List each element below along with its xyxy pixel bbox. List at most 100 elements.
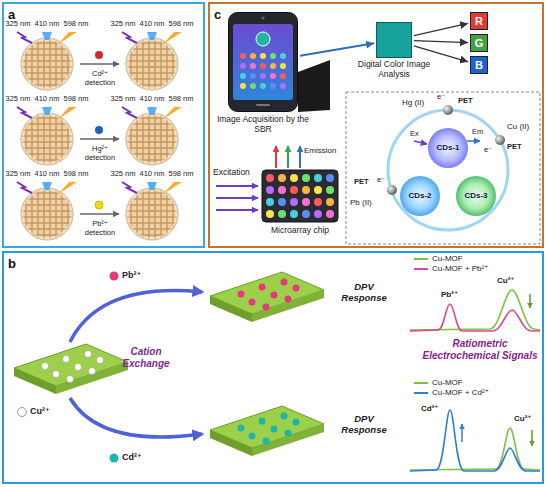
art-circle [314, 174, 322, 182]
lead-ion [95, 201, 103, 209]
screen-well [280, 53, 286, 59]
art-circle [302, 210, 310, 218]
art-circle [266, 186, 274, 194]
peak-label: Cu²⁺ [514, 414, 532, 423]
art-circle [278, 198, 286, 206]
response-label: DPV Response [332, 414, 396, 436]
ion-label: Hg (II) [402, 98, 424, 107]
legend-text: Cu-MOF + Pb²⁺ [432, 264, 488, 273]
pet-label: PET [458, 97, 473, 106]
wavelength-label: 598 nm [61, 170, 91, 179]
reader-clip [298, 60, 330, 112]
panel-c-art [216, 60, 540, 244]
carbon-dot-name: CDs-3 [464, 191, 487, 200]
signal-label: Ratiometric Electrochemical Signals [418, 338, 542, 361]
metal-ion-quencher [495, 135, 505, 145]
excitation-arrow [216, 197, 258, 199]
channel-box: R [470, 12, 488, 30]
panel-frame: cImage Acquisition by the SBRDigital Col… [208, 2, 544, 248]
art-circle [326, 186, 334, 194]
art-circle [290, 186, 298, 194]
emission-arrow [275, 146, 277, 168]
wavelength-label: 598 nm [166, 170, 196, 179]
emission-label: Emission [304, 146, 336, 155]
screen-well [260, 53, 266, 59]
art-circle [326, 198, 334, 206]
wavelength-label: 598 nm [61, 95, 91, 104]
wavelength-label: 410 nm [137, 95, 167, 104]
art-circle [278, 186, 286, 194]
peak-label: Cu²⁺ [497, 276, 515, 285]
channel-letter: R [475, 15, 483, 28]
panel-letter: c [214, 8, 221, 23]
art-circle [266, 210, 274, 218]
home-bar [256, 104, 270, 106]
metal-ion-quencher [387, 185, 397, 195]
ion-label: Pb (II) [350, 198, 372, 207]
wavelength-label: 598 nm [61, 20, 91, 29]
art-circle [302, 198, 310, 206]
detection-label: Cd²⁺ detection [77, 70, 123, 87]
screen-well [240, 53, 246, 59]
wavelength-label: 325 nm [3, 20, 33, 29]
emission-mark: Em [472, 128, 483, 137]
caption-text: Image Acquisition by the SBR [213, 115, 313, 135]
electron-label: e⁻ [377, 176, 385, 185]
sensing-ring [388, 110, 508, 230]
wavelength-label: 410 nm [137, 20, 167, 29]
emission-arrow [467, 140, 480, 142]
cadmium-ion [95, 51, 103, 59]
wavelength-label: 598 nm [166, 20, 196, 29]
art-use [17, 32, 182, 90]
detection-label: Pb²⁺ detection [77, 220, 123, 237]
metal-ion-quencher [443, 105, 453, 115]
channel-box: G [470, 34, 488, 52]
art-circle [278, 174, 286, 182]
art-circle [290, 210, 298, 218]
panel-letter: b [8, 257, 16, 272]
screen-well [270, 63, 276, 69]
screen-well [280, 63, 286, 69]
lead-ion [110, 272, 119, 281]
panel-b-art [14, 272, 540, 472]
art-circle [266, 174, 274, 182]
exchange-arrow [70, 398, 202, 437]
excitation-label: Excitation [213, 168, 250, 178]
ion-label: Cu²⁺ [30, 406, 50, 416]
microarray-chip [262, 170, 338, 222]
panel-a-art [17, 32, 182, 240]
screen-well [250, 53, 256, 59]
legend-entry: Cu-MOF + Cd²⁺ [414, 388, 489, 397]
wavelength-label: 598 nm [166, 95, 196, 104]
response-label: DPV Response [332, 282, 396, 304]
wavelength-label: 325 nm [3, 170, 33, 179]
excitation-arrow [414, 141, 427, 144]
wavelength-label: 410 nm [32, 20, 62, 29]
legend-entry: Cu-MOF + Pb²⁺ [414, 264, 488, 273]
decrease-arrow [531, 430, 533, 446]
art-circle [326, 174, 334, 182]
ion-label: Cu (II) [507, 122, 529, 131]
art-circle [290, 198, 298, 206]
legend-line-sample [414, 382, 428, 384]
electron-label: e⁻ [484, 146, 492, 155]
screen-well [270, 53, 276, 59]
art-use [238, 413, 300, 445]
pet-label: PET [507, 143, 522, 152]
exchange-arrow [70, 291, 202, 342]
pet-label: PET [354, 178, 369, 187]
connector-arrow [414, 41, 468, 43]
phone-body [229, 13, 298, 112]
screen-well [250, 73, 256, 79]
phone-outline [228, 12, 298, 112]
art-use [42, 351, 104, 383]
legend-entry: Cu-MOF [414, 378, 463, 387]
wavelength-label: 325 nm [108, 95, 138, 104]
copper-ion [18, 408, 27, 417]
panel-frame: b [2, 251, 544, 484]
screen-well [270, 83, 276, 89]
process-label: Cation Exchange [114, 346, 178, 369]
dpv-curve [410, 304, 540, 331]
wavelength-label: 325 nm [108, 170, 138, 179]
